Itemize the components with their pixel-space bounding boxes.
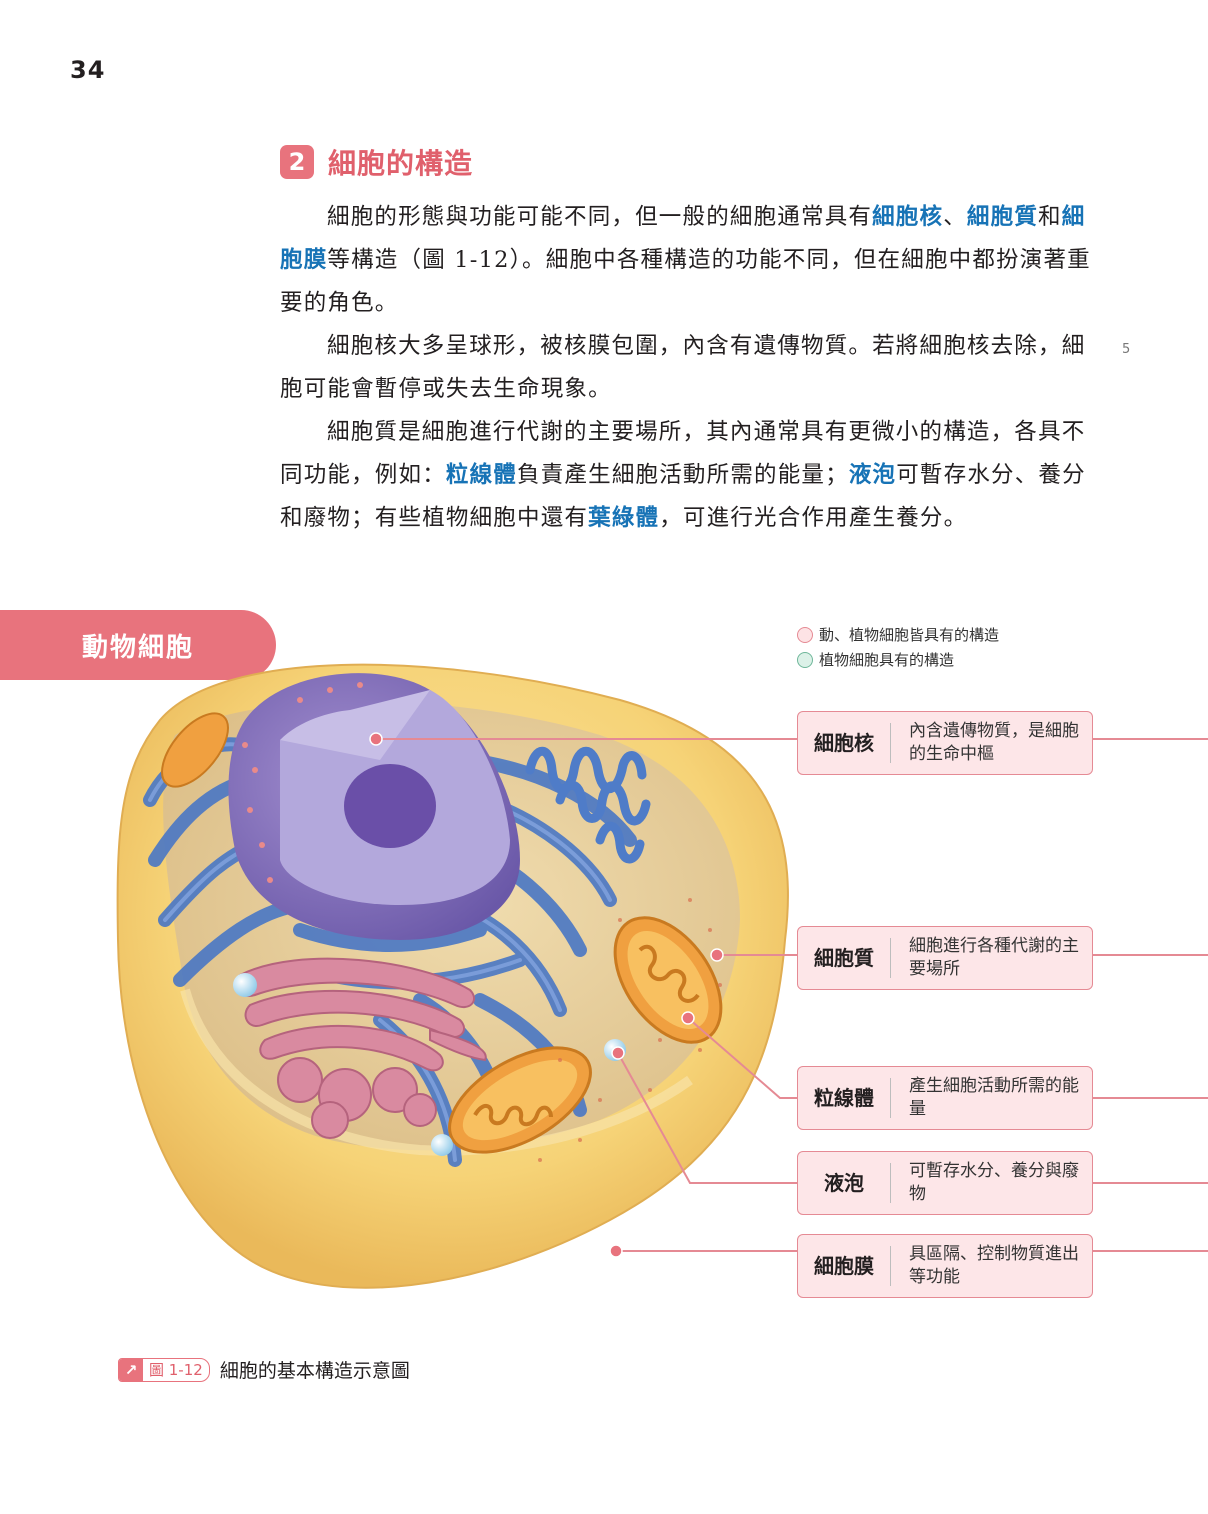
green-circle-icon [797, 651, 813, 668]
text-run: ，可進行光合作用產生養分。 [659, 505, 968, 531]
section-number-badge: 2 [280, 145, 314, 179]
label-nucleus: 細胞核 內含遺傳物質，是細胞的生命中樞 [797, 711, 1093, 775]
label-name: 細胞核 [798, 723, 891, 763]
golgi-apparatus [235, 957, 487, 1139]
label-vacuole: 液泡 可暫存水分、養分與廢物 [797, 1151, 1093, 1215]
keyword: 細胞質 [966, 204, 1039, 230]
text-run: 、 [943, 204, 967, 230]
label-description: 產生細胞活動所需的能量 [909, 1076, 1079, 1119]
figure-legend: 動、植物細胞皆具有的構造 植物細胞具有的構造 [797, 622, 999, 672]
label-mitochondrion: 粒線體 產生細胞活動所需的能量 [797, 1066, 1093, 1130]
figure-number-badge: ↗ 圖 1-12 [118, 1357, 210, 1382]
body-text: 細胞的形態與功能可能不同，但一般的細胞通常具有細胞核、細胞質和細胞膜等構造（圖 … [280, 196, 1100, 540]
label-description: 具區隔、控制物質進出等功能 [909, 1244, 1079, 1287]
legend-item-plant: 植物細胞具有的構造 [797, 647, 999, 672]
text-run: 等構造（圖 1-12）。細胞中各種構造的功能不同，但在細胞中都扮演著重要的角色。 [280, 247, 1091, 316]
keyword: 粒線體 [445, 462, 518, 488]
text-run: 和 [1038, 204, 1062, 230]
page-number: 34 [70, 56, 106, 84]
text-run: 負責產生細胞活動所需的能量； [517, 462, 849, 488]
mitochondrion [448, 1046, 592, 1154]
text-run: 細胞核大多呈球形，被核膜包圍，內含有遺傳物質。若將細胞核去除，細胞可能會暫停或失… [280, 333, 1086, 402]
smooth-er [525, 746, 651, 864]
paragraph: 細胞核大多呈球形，被核膜包圍，內含有遺傳物質。若將細胞核去除，細胞可能會暫停或失… [280, 325, 1100, 411]
arrow-up-right-icon: ↗ [119, 1358, 143, 1381]
figure-tab-label: 動物細胞 [0, 610, 276, 680]
label-name: 細胞膜 [798, 1246, 891, 1286]
legend-label: 動、植物細胞皆具有的構造 [819, 626, 1000, 644]
figure-number: 圖 1-12 [149, 1361, 203, 1379]
paragraph: 細胞質是細胞進行代謝的主要場所，其內通常具有更微小的構造，各具不同功能，例如：粒… [280, 411, 1100, 540]
section-title: 細胞的構造 [328, 147, 474, 180]
animal-cell-illustration [116, 663, 1208, 1289]
text-run: 細胞質是細胞進行代謝的主要場所，其內通常具有更微小的構造，各具不同功能，例如： [280, 419, 1086, 488]
section-heading: 2 細胞的構造 [280, 142, 473, 182]
label-description: 內含遺傳物質，是細胞的生命中樞 [909, 721, 1079, 764]
label-description: 可暫存水分、養分與廢物 [909, 1161, 1079, 1204]
label-name: 細胞質 [798, 938, 891, 978]
line-number-marker: 5 [1122, 342, 1131, 357]
nucleolus [344, 764, 436, 848]
label-description: 細胞進行各種代謝的主要場所 [909, 936, 1079, 979]
pink-circle-icon [797, 626, 813, 643]
text-run: 細胞的形態與功能可能不同，但一般的細胞通常具有 [327, 204, 873, 230]
legend-label: 植物細胞具有的構造 [819, 651, 955, 669]
figure-caption: ↗ 圖 1-12 細胞的基本構造示意圖 [118, 1356, 410, 1383]
text-run: 可暫存水分、養分和廢物；有些植物細胞中還有 [280, 462, 1086, 531]
label-name: 粒線體 [798, 1078, 891, 1118]
paragraph: 細胞的形態與功能可能不同，但一般的細胞通常具有細胞核、細胞質和細胞膜等構造（圖 … [280, 196, 1100, 325]
label-name: 液泡 [798, 1163, 891, 1203]
keyword: 液泡 [848, 462, 897, 488]
caption-text: 細胞的基本構造示意圖 [219, 1360, 410, 1382]
legend-item-shared: 動、植物細胞皆具有的構造 [797, 622, 999, 647]
keyword: 細胞核 [872, 204, 944, 230]
label-cell-membrane: 細胞膜 具區隔、控制物質進出等功能 [797, 1234, 1093, 1298]
vacuole [431, 1134, 453, 1156]
label-cytoplasm: 細胞質 細胞進行各種代謝的主要場所 [797, 926, 1093, 990]
keyword: 葉綠體 [588, 505, 660, 531]
mitochondrion [613, 916, 723, 1044]
keyword: 細胞膜 [280, 204, 1086, 273]
